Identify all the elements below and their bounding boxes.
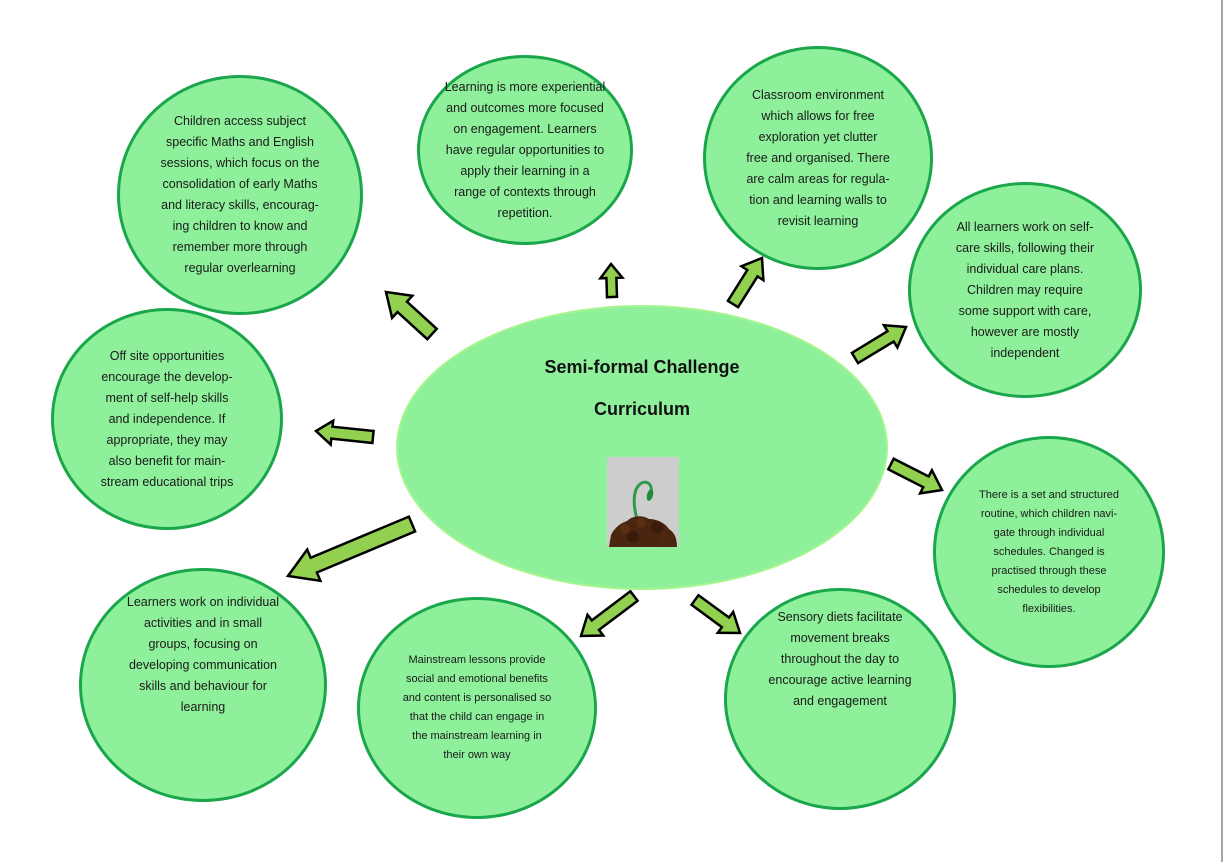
arrow-to-mainstream-lessons-icon: [579, 589, 640, 638]
arrow-to-small-groups-icon: [285, 514, 417, 583]
node-mainstream-lessons: Mainstream lessons provide social and em…: [357, 597, 597, 819]
arrow-to-experiential-learning-icon: [597, 261, 626, 299]
node-classroom-environment: Classroom environment which allows for f…: [703, 46, 933, 270]
arrow-to-sensory-diets-icon: [689, 593, 742, 635]
central-topic: Semi-formal Challenge Curriculum: [396, 305, 888, 590]
seedling-image: [607, 457, 679, 547]
node-experiential-learning: Learning is more experiential and outcom…: [417, 55, 633, 245]
seedling-icon: [607, 457, 679, 547]
arrow-to-self-care-icon: [850, 323, 908, 365]
node-text: There is a set and structured routine, w…: [978, 488, 1119, 615]
node-subject-sessions: Children access subject specific Maths a…: [117, 75, 363, 315]
arrow-to-classroom-environment-icon: [726, 256, 765, 309]
arrow-to-off-site-icon: [313, 418, 375, 448]
node-text: Learners work on individual activities a…: [126, 595, 280, 714]
node-sensory-diets: Sensory diets facilitate movement breaks…: [724, 588, 956, 810]
arrow-to-subject-sessions-icon: [384, 290, 439, 341]
central-title-line2: Curriculum: [593, 399, 690, 419]
node-text: Mainstream lessons provide social and em…: [402, 654, 552, 761]
node-routine: There is a set and structured routine, w…: [933, 436, 1165, 668]
node-text: Off site opportunities encourage the dev…: [100, 348, 234, 489]
node-text: Learning is more experiential and outcom…: [444, 79, 606, 220]
node-text: Sensory diets facilitate movement breaks…: [768, 609, 912, 708]
node-text: Classroom environment which allows for f…: [746, 87, 890, 228]
page-edge-rule: [1221, 0, 1223, 862]
arrow-to-routine-icon: [886, 457, 944, 496]
node-small-groups: Learners work on individual activities a…: [79, 568, 327, 802]
central-title-line1: Semi-formal Challenge: [544, 357, 740, 377]
node-text: All learners work on self- care skills, …: [955, 219, 1095, 360]
node-off-site: Off site opportunities encourage the dev…: [51, 308, 283, 530]
node-self-care: All learners work on self- care skills, …: [908, 182, 1142, 398]
node-text: Children access subject specific Maths a…: [160, 114, 320, 275]
